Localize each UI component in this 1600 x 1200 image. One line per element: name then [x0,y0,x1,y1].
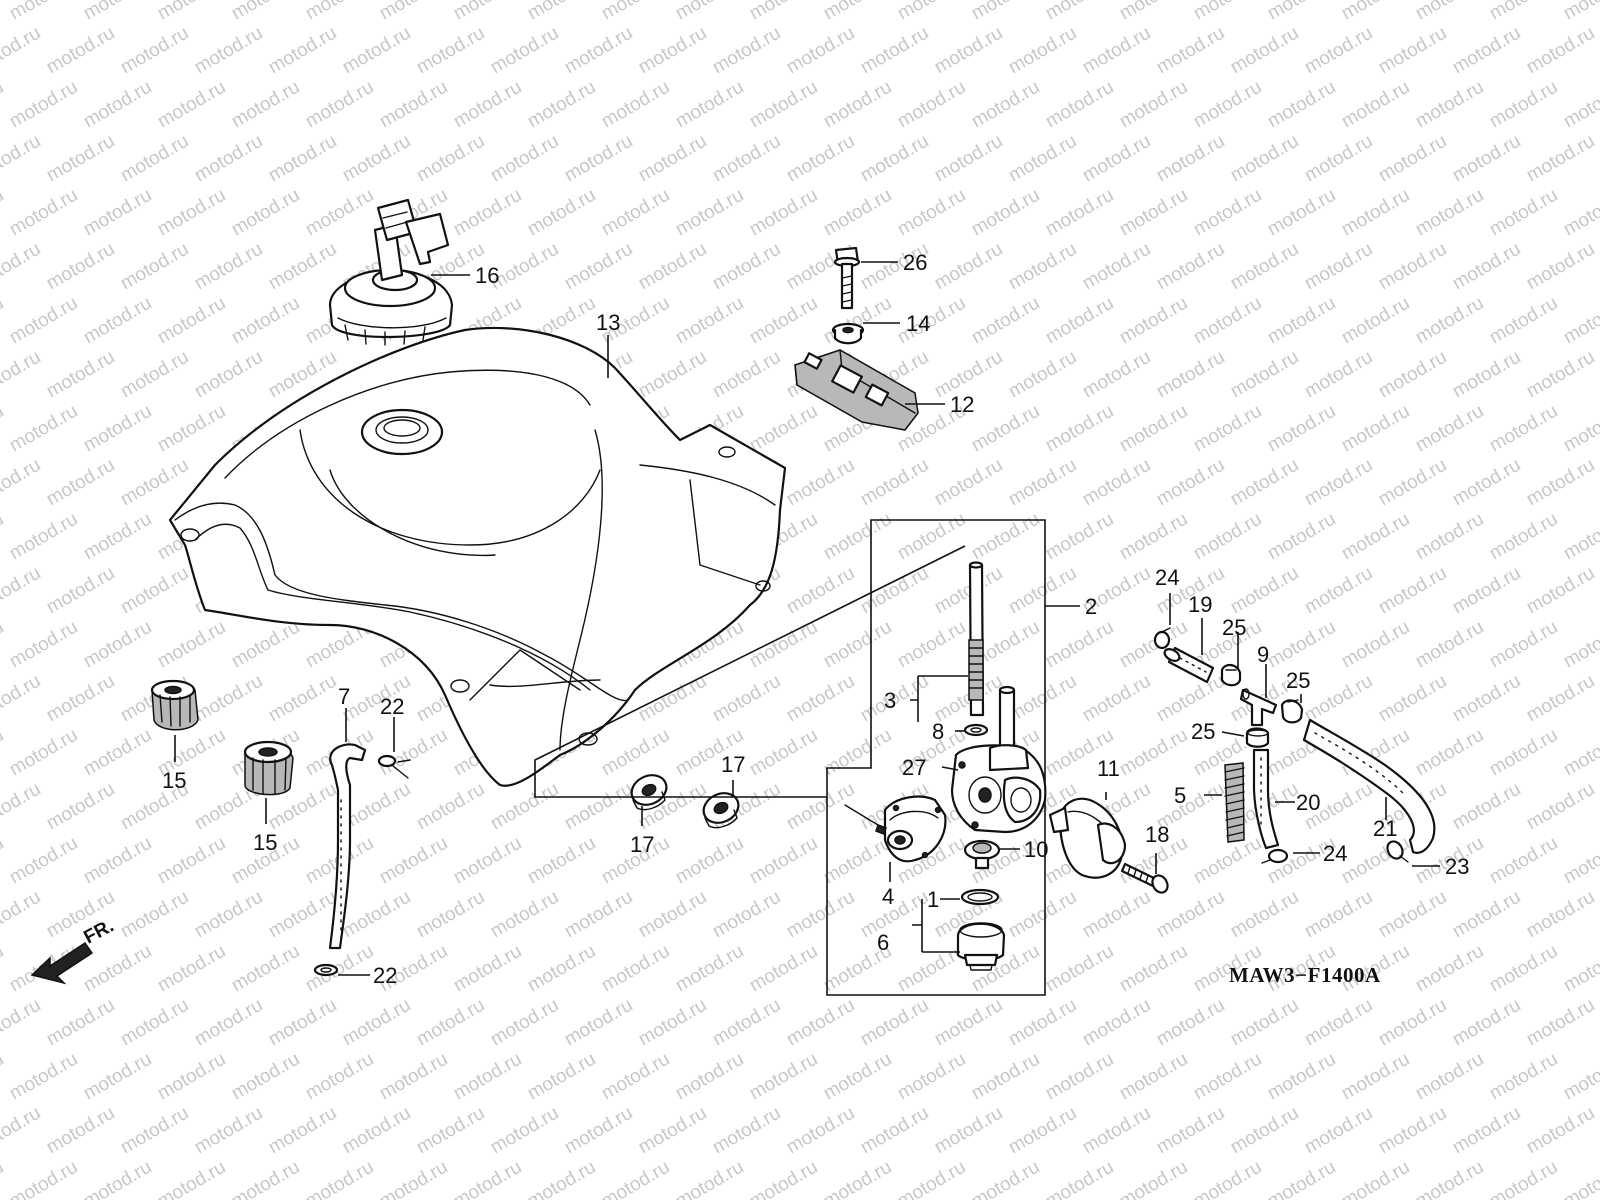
callout-25-lower: 25 [1191,719,1215,744]
callout-8: 8 [932,719,944,744]
callout-24-upper: 24 [1155,565,1179,590]
callout-numbers: 16 13 26 14 12 15 15 17 17 7 22 22 2 3 8… [162,250,1469,988]
hose-21 [1302,718,1436,854]
callout-21: 21 [1373,816,1397,841]
callout-26: 26 [903,250,927,275]
callout-10: 10 [1024,837,1048,862]
o-ring-1 [960,888,1000,906]
rubber-mount [794,349,919,431]
hose-clip-23 [1386,840,1409,863]
fuel-valve-body [950,685,1047,834]
callout-17-left: 17 [630,832,654,857]
hose-19 [1163,646,1215,684]
tank-mount-bolt [833,246,861,310]
callout-17-right: 17 [721,752,745,777]
diagram-code: MAW3−F1400A [1229,963,1381,987]
fuel-valve-assembly-frame [534,519,1046,996]
callout-14: 14 [906,311,930,336]
callout-25-right: 25 [1286,668,1310,693]
spring-5 [1224,762,1245,843]
callout-18: 18 [1145,822,1169,847]
callout-25-upper: 25 [1222,615,1246,640]
callout-7: 7 [338,684,350,709]
leader-lines [174,261,1440,976]
callout-22-lower: 22 [373,963,397,988]
hose-clip-upper [377,754,411,779]
hose-20 [1252,748,1280,850]
callout-20: 20 [1296,790,1320,815]
rubber-bushing-upper [150,679,199,731]
hose-clamp-25-a [1220,663,1242,687]
fuel-tank [168,326,787,787]
sediment-cup [956,922,1006,971]
collar [831,322,865,345]
callout-11: 11 [1097,756,1120,781]
hose-clamp-25-b [1280,699,1304,724]
callout-6: 6 [877,930,889,955]
hose-clip-lower [313,963,339,977]
callout-13: 13 [596,310,620,335]
callout-24-lower: 24 [1323,841,1347,866]
grommet-left [630,774,668,811]
three-way-joint [1239,688,1278,727]
rubber-bushing-lower [243,740,294,796]
hose-clip-24-upper [1153,627,1171,650]
callout-22-upper: 22 [380,694,404,719]
callout-27: 27 [902,755,926,780]
overflow-hose [328,743,367,950]
callout-19: 19 [1188,592,1212,617]
grommet-right [702,792,740,829]
fuel-cap-with-key [328,198,454,346]
callout-5: 5 [1174,783,1186,808]
knob-screw [1120,862,1169,894]
callout-12: 12 [950,392,974,417]
callout-16: 16 [475,263,499,288]
valve-seal [963,839,1001,870]
callout-23: 23 [1445,854,1469,879]
callout-15-upper: 15 [162,768,186,793]
front-direction-arrow: FR. [30,916,117,985]
callout-9: 9 [1257,642,1269,667]
fuel-valve-knob [1048,797,1127,879]
callout-2: 2 [1085,594,1097,619]
o-ring-8 [963,723,989,737]
fuel-valve-lever [844,795,947,863]
callout-1: 1 [927,887,939,912]
callout-15-lower: 15 [253,830,277,855]
callout-3: 3 [884,688,896,713]
hose-clip-24-lower [1261,848,1289,864]
fuel-strainer-pipe [968,561,985,717]
callout-4: 4 [882,884,894,909]
hose-clamp-25-c [1245,727,1270,748]
